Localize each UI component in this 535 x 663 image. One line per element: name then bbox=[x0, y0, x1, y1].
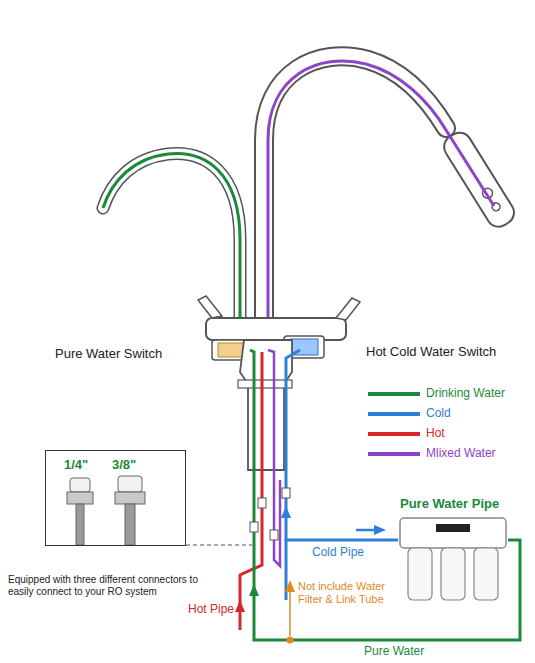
connector-illustration bbox=[67, 476, 145, 545]
legend-swatch bbox=[368, 392, 420, 396]
note-leader bbox=[289, 592, 291, 636]
connector-nut bbox=[67, 492, 93, 504]
node-text: 3/8" bbox=[112, 457, 136, 473]
pure-water-pipe bbox=[250, 350, 520, 640]
legend-text: Hot bbox=[426, 426, 445, 440]
pure-water-lever bbox=[198, 296, 222, 318]
drinking-water-line bbox=[103, 154, 240, 330]
pipe-label: Pure Water bbox=[364, 644, 454, 658]
legend-swatch bbox=[368, 452, 420, 456]
ro-filter-illustration bbox=[400, 518, 506, 600]
switch-label: Pure Water Switch bbox=[55, 346, 205, 362]
ro-housing bbox=[400, 518, 506, 548]
mixed-water-line bbox=[268, 61, 494, 340]
connector-cap bbox=[118, 476, 142, 492]
hot-cold-lever bbox=[336, 298, 360, 320]
pure-flow-arrow bbox=[249, 584, 259, 596]
note-arrow bbox=[285, 580, 295, 592]
cold-flow-arrow bbox=[374, 525, 386, 535]
pipe-label: Cold Pipe bbox=[312, 545, 392, 559]
main-spout-outline bbox=[264, 56, 446, 330]
mixed-water-tube bbox=[268, 350, 280, 566]
mounting-nut bbox=[238, 380, 292, 388]
legend-row: Cold bbox=[368, 406, 533, 422]
ro-filter-unit: Pure Water Pipe bbox=[398, 518, 510, 602]
braided-hose bbox=[76, 504, 84, 545]
node-text: Pure Water Pipe bbox=[400, 496, 499, 512]
legend-swatch bbox=[368, 412, 420, 416]
inset-leader bbox=[186, 545, 252, 546]
hot-pipe bbox=[240, 352, 262, 630]
cold-pipe bbox=[286, 350, 398, 540]
cold-flow-arrow bbox=[281, 506, 291, 518]
faucet-body bbox=[206, 318, 346, 340]
connector-inset-box: 1/4" 3/8" bbox=[45, 450, 186, 546]
hose-fitting bbox=[258, 498, 266, 508]
legend-text: Drinking Water bbox=[426, 386, 505, 400]
legend-row: Mlixed Water bbox=[368, 446, 533, 462]
legend-row: Drinking Water bbox=[368, 386, 533, 402]
hose-fitting bbox=[270, 530, 278, 540]
cold-flow-arrow-shaft bbox=[356, 529, 375, 532]
hose-fitting bbox=[250, 522, 258, 532]
connector-cap bbox=[70, 478, 90, 492]
connector-nut bbox=[115, 492, 145, 504]
note-text: Not include Water Filter & Link Tube bbox=[298, 580, 410, 606]
drinking-spout-outline bbox=[103, 154, 240, 324]
node-text: 1/4" bbox=[64, 457, 88, 473]
faucet-shank bbox=[240, 340, 292, 470]
inset-caption: Equipped with three different connectors… bbox=[8, 574, 198, 598]
filter-cartridge bbox=[474, 548, 498, 600]
braided-hose bbox=[125, 504, 135, 545]
hose-fitting bbox=[282, 488, 290, 498]
main-spout-body bbox=[264, 56, 446, 330]
ro-display bbox=[436, 524, 470, 532]
switch-label: Hot Cold Water Switch bbox=[366, 344, 531, 360]
filter-cartridge bbox=[408, 548, 432, 600]
drinking-spout-body bbox=[103, 154, 240, 324]
pipe-label: Hot Pipe bbox=[188, 602, 248, 616]
filter-cartridge bbox=[441, 548, 465, 600]
legend-row: Hot bbox=[368, 426, 533, 442]
legend-text: Mlixed Water bbox=[426, 446, 496, 460]
hot-flow-arrow bbox=[235, 600, 245, 612]
legend-swatch bbox=[368, 432, 420, 436]
note-dot bbox=[287, 637, 294, 644]
legend-text: Cold bbox=[426, 406, 451, 420]
